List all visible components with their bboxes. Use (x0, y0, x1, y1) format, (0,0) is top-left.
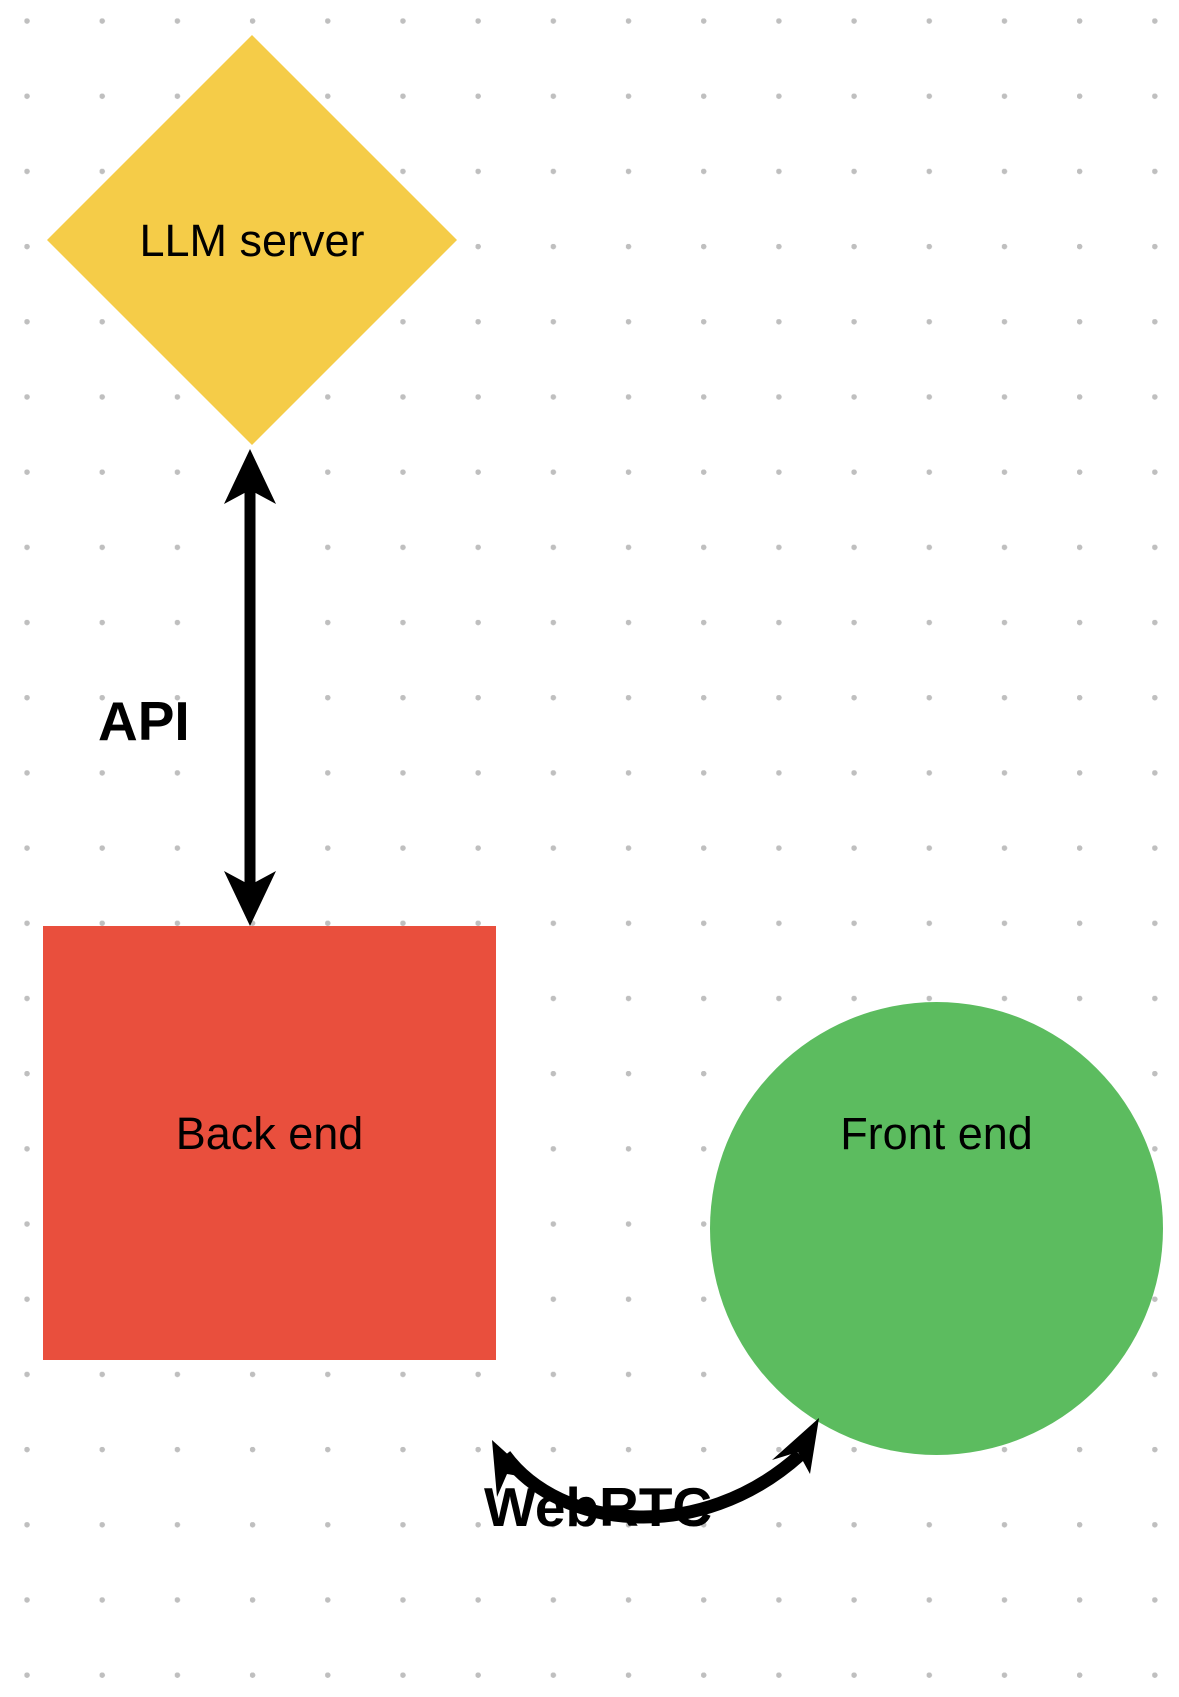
node-llm-server[interactable] (47, 35, 457, 445)
edge-webrtc-arrowhead-right (772, 1418, 819, 1474)
edge-webrtc-curve (499, 1450, 805, 1524)
edge-api-arrowhead-bottom (224, 871, 276, 926)
node-front-end[interactable] (710, 1002, 1163, 1455)
edge-api[interactable] (224, 449, 276, 926)
node-label-llm-server: LLM server (139, 215, 365, 266)
edge-label-webrtc: WebRTC (484, 1476, 713, 1538)
node-label-back-end: Back end (175, 1108, 364, 1159)
edge-api-arrowhead-top (224, 449, 276, 504)
edge-webrtc[interactable] (492, 1418, 819, 1524)
node-label-front-end: Front end (840, 1108, 1033, 1159)
diamond-shape (47, 35, 457, 445)
node-back-end[interactable] (43, 926, 496, 1360)
edge-webrtc-arrowhead-left (492, 1440, 535, 1497)
edge-label-api: API (98, 690, 190, 752)
